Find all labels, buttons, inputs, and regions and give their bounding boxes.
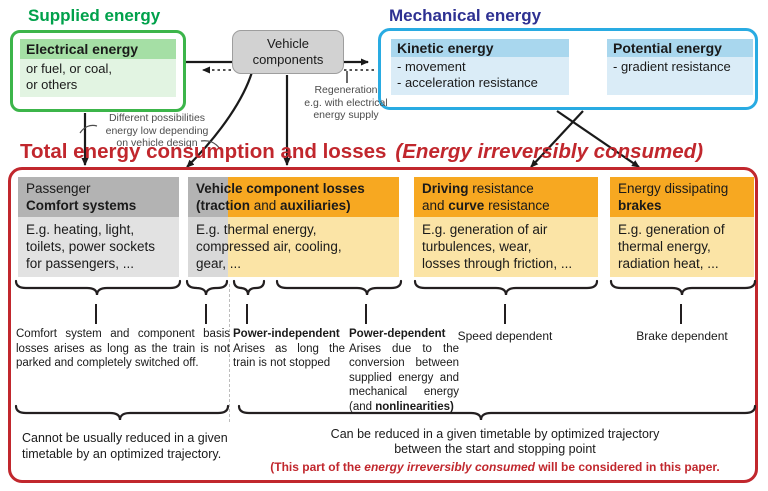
comfort-systems-box: Passenger Comfort systems E.g. heating, … [18,177,179,277]
dissipating-brakes-box: Energy dissipating brakes E.g. generatio… [610,177,754,277]
brace-can [237,404,757,421]
comfort-systems-header: Passenger Comfort systems [18,177,179,217]
power-independent-title: Power-independent [233,328,340,340]
kinetic-energy-body: - movement - acceleration resistance [391,57,569,95]
component-losses-header: Vehicle component losses (traction and a… [188,177,399,217]
electrical-energy-body: or fuel, or coal, or others [20,59,176,97]
dissipating-brakes-body: E.g. generation of thermal energy, radia… [610,217,754,277]
component-losses-body-text: E.g. thermal energy, compressed air, coo… [196,222,342,271]
consumption-title: Total energy consumption and losses (Ener… [20,140,703,164]
kinetic-energy-box: Kinetic energy - movement - acceleration… [391,39,569,95]
power-independent-note: Power-independent Arises as long the tra… [233,327,345,371]
driving-resistance-body: E.g. generation of air turbulences, wear… [414,217,598,277]
dashed-separator [229,284,230,422]
brakes-header-line2: brakes [618,198,662,213]
comfort-header-line2: Comfort systems [26,198,137,213]
paper-note-c: will be considered in this paper. [535,460,720,474]
driving-resistance-header: Driving resistance and curve resistance [414,177,598,217]
driving-curve-word: curve [448,198,485,213]
tick-comfort [95,304,97,324]
losses-header-traction: (traction [196,198,254,213]
power-dependent-note: Power-dependent Arises due to the conver… [349,327,459,414]
vehicle-components-box: Vehicle components [232,30,344,74]
power-dependent-nonlinearities: nonlinearities) [375,400,454,413]
consumption-title-main: Total energy consumption and losses [20,140,387,163]
paper-note-a: (This part of the [270,460,365,474]
tick-brake [680,304,682,324]
driving-resistance-word2: resistance [484,198,550,213]
tick-comfort-overlap [205,304,207,324]
potential-energy-header: Potential energy [607,39,753,57]
comfort-systems-body: E.g. heating, light, toilets, power sock… [18,217,179,277]
driving-word: Driving [422,181,469,196]
can-reduce-line1: Can be reduced in a given timetable by o… [330,427,660,441]
brace-speed [413,279,599,296]
component-losses-body: E.g. thermal energy, compressed air, coo… [188,217,399,277]
losses-header-and: and [253,198,277,213]
consumption-container [8,167,758,483]
component-losses-box: Vehicle component losses (traction and a… [188,177,399,277]
losses-header-auxiliaries: auxiliaries) [276,198,351,213]
comfort-note: Comfort system and component basis losse… [16,328,230,369]
speed-dependent-label: Speed dependent [457,329,553,343]
mechanical-energy-box: Kinetic energy - movement - acceleration… [378,28,758,110]
driving-and-word: and [422,198,449,213]
potential-energy-box: Potential energy - gradient resistance [607,39,753,95]
supplied-energy-title: Supplied energy [28,6,161,25]
brace-comfort [14,279,182,296]
mechanical-energy-title: Mechanical energy [389,6,542,25]
losses-header-line1: Vehicle component losses [196,181,365,196]
driving-resistance-box: Driving resistance and curve resistance … [414,177,598,277]
comfort-overlap-strip-dark [188,177,228,217]
brace-power-dependent [275,279,403,296]
comfort-header-line1: Passenger [26,181,91,196]
can-reduce-note: Can be reduced in a given timetable by o… [245,427,745,475]
brace-cannot [14,404,230,421]
paper-note-b: energy irreversibly consumed [364,460,536,474]
tick-speed [504,304,506,324]
brace-comfort-overlap [185,279,229,296]
different-possibilities-label: Different possibilities energy low depen… [105,112,209,149]
power-independent-body: Arises as long the train is not stopped [233,342,345,370]
power-dependent-title: Power-dependent [349,328,446,340]
potential-energy-body: - gradient resistance [607,57,753,95]
comfort-overlap-strip-light [188,217,228,277]
power-dependent-body: Arises due to the conversion between sup… [349,342,459,413]
driving-resistance-word: resistance [468,181,534,196]
can-reduce-line2: between the start and stopping point [394,442,596,456]
brake-dependent-label: Brake dependent [636,329,728,343]
cannot-reduce-note: Cannot be usually reduced in a given tim… [22,431,228,461]
brace-power-independent [232,279,266,296]
paper-scope-note: (This part of the energy irreversibly co… [245,460,745,475]
tick-power-independent [246,304,248,324]
electrical-energy-header: Electrical energy [20,39,176,59]
electrical-energy-box: Electrical energy or fuel, or coal, or o… [10,30,186,112]
brace-brake [609,279,757,296]
tick-power-dependent [365,304,367,324]
consumption-title-paren: (Energy irreversibly consumed) [395,140,704,163]
brakes-header-line1: Energy dissipating [618,181,729,196]
regeneration-label: Regeneration e.g. with electrical energy… [304,84,388,121]
dissipating-brakes-header: Energy dissipating brakes [610,177,754,217]
kinetic-energy-header: Kinetic energy [391,39,569,57]
